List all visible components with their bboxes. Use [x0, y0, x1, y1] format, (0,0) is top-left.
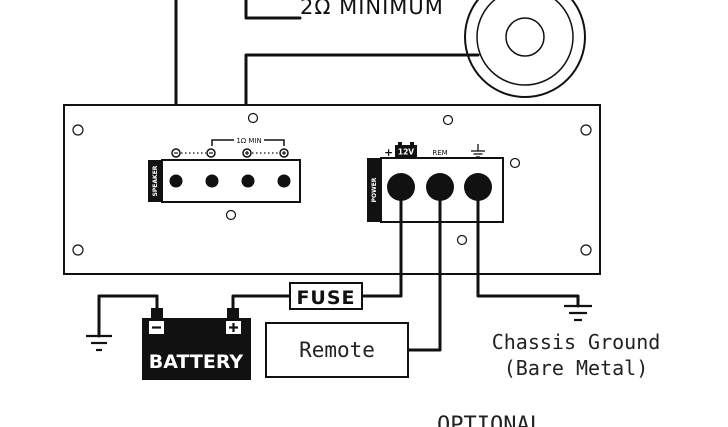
remote-box [265, 322, 409, 378]
speaker-polarity-marks [171, 139, 289, 158]
chassis-ground-icon [564, 304, 592, 322]
battery-ground-icon [86, 334, 112, 352]
battery-12v-icon [395, 145, 417, 157]
speaker-terminal-block: SPEAKER [148, 159, 301, 203]
twelve-volt-label: 12V [398, 148, 414, 157]
ground-symbol-icon [471, 144, 485, 158]
battery-icon [142, 308, 251, 380]
optional-label: OPTIONAL [437, 413, 543, 427]
remote-label: Remote [299, 338, 375, 362]
bare-metal-label: (Bare Metal) [504, 356, 649, 380]
fuse-box [289, 282, 363, 310]
amplifier-panel [63, 104, 601, 275]
chassis-ground-label: Chassis Ground [492, 330, 661, 354]
speaker-icon [464, 0, 586, 98]
power-12v-wire [360, 199, 403, 298]
bridge-min-label: 1Ω MIN [236, 137, 261, 145]
speaker-wire-top [244, 0, 302, 20]
fuse-label: FUSE [296, 287, 355, 309]
power-tag-label: POWER [371, 177, 378, 202]
minimum-impedance-label: 2Ω MINIMUM [300, 0, 444, 19]
remote-wire [406, 199, 442, 352]
fuse-to-battery-wire [231, 294, 292, 320]
ground-wire [476, 199, 580, 308]
plus-sign: + [384, 146, 393, 159]
battery-label: BATTERY [149, 351, 244, 373]
rem-label: REM [432, 149, 447, 157]
mounting-holes [72, 112, 592, 256]
power-terminal-block: POWER [367, 157, 504, 223]
speaker-tag-label: SPEAKER [152, 165, 159, 196]
battery-ground-wire [97, 294, 159, 338]
